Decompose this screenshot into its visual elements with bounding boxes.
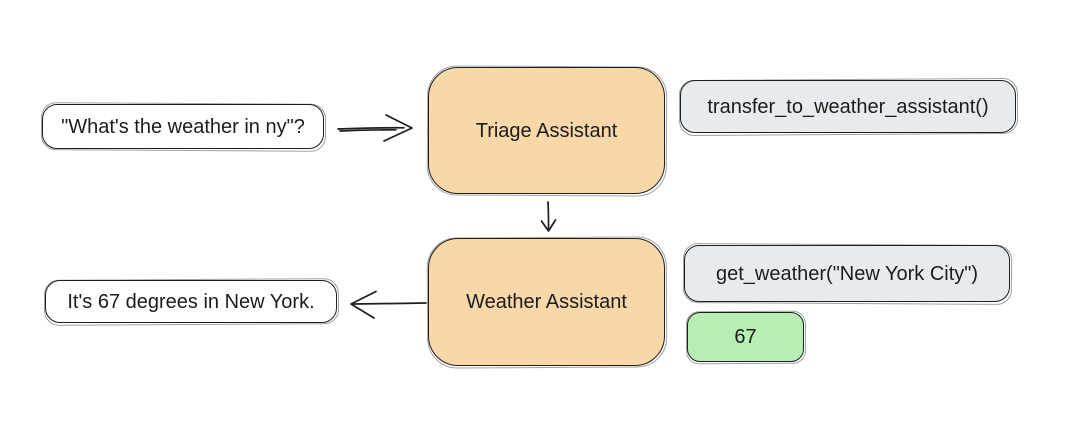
- user-query-label: "What's the weather in ny"?: [61, 115, 305, 138]
- arrow-head: [350, 290, 377, 319]
- transfer-call-node: transfer_to_weather_assistant(): [680, 80, 1016, 133]
- arrow-weather-to-response-icon: [350, 290, 427, 319]
- tool-result-label: 67: [734, 326, 757, 348]
- triage-assistant-node: Triage Assistant: [428, 67, 665, 194]
- arrow-shaft: [337, 126, 405, 130]
- get-weather-call-node: get_weather("New York City"): [684, 245, 1010, 302]
- get-weather-call-label: get_weather("New York City"): [715, 262, 979, 285]
- arrow-shaft: [352, 302, 427, 305]
- weather-assistant-label: Weather Assistant: [466, 291, 627, 313]
- triage-assistant-label: Triage Assistant: [475, 119, 618, 142]
- tool-result-node: 67: [687, 312, 804, 362]
- arrow-head: [383, 114, 413, 142]
- final-response-node: It's 67 degrees in New York.: [45, 280, 337, 323]
- arrow-shaft: [547, 201, 550, 230]
- final-response-label: It's 67 degrees in New York.: [67, 290, 315, 313]
- arrow-head: [540, 219, 557, 232]
- weather-assistant-node: Weather Assistant: [428, 238, 665, 366]
- transfer-call-label: transfer_to_weather_assistant(): [707, 95, 989, 118]
- arrow-shaft-double: [339, 128, 397, 132]
- user-query-node: "What's the weather in ny"?: [42, 104, 324, 149]
- arrow-query-to-triage-icon: [337, 114, 413, 142]
- arrow-triage-to-weather-icon: [540, 201, 557, 232]
